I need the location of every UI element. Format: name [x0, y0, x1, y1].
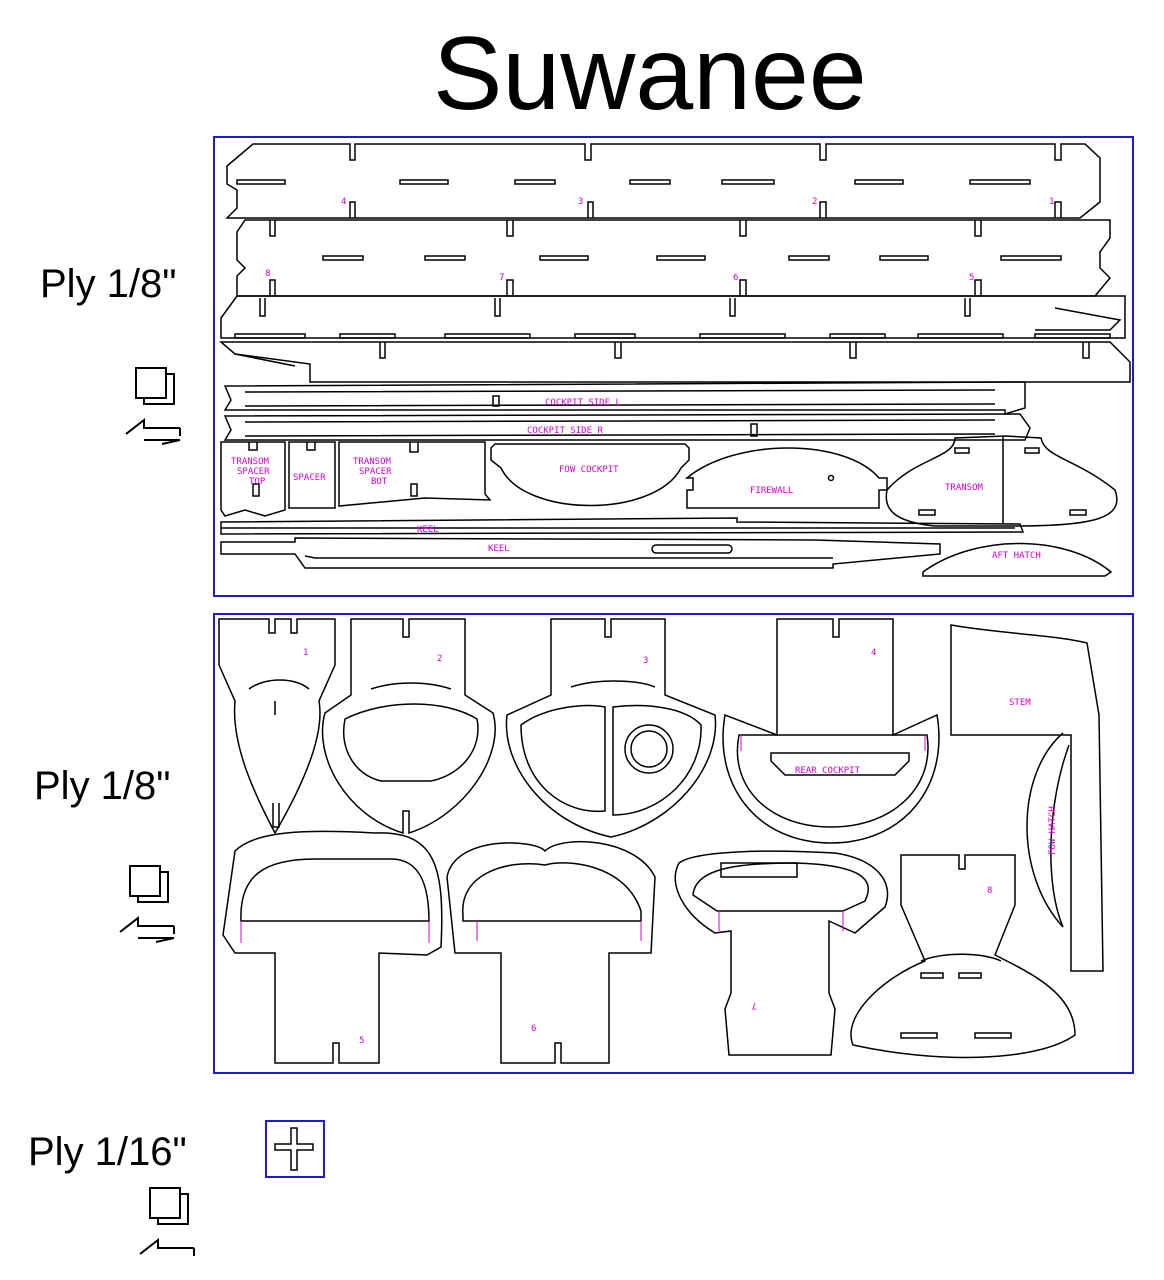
cut-sheet-1: 4 3 2 1 8 7 6 5 COCKPIT SIDE L COCKPIT S… [213, 136, 1134, 597]
part-label: 6 [531, 1024, 536, 1034]
part-label: 5 [359, 1036, 364, 1046]
part-label: 3 [578, 197, 583, 207]
part-label: 7 [499, 273, 504, 283]
sheet-3-material-label: Ply 1/16" [28, 1130, 187, 1174]
part-label: 4 [341, 197, 346, 207]
part-label: 8 [265, 269, 270, 279]
part-label: 4 [871, 648, 876, 658]
part-label: STEM [1009, 698, 1031, 708]
part-label: 5 [969, 273, 974, 283]
cut-sheet-2: 1 2 3 4 STEM REAR COCKPIT FOW HATCH 5 6 … [213, 613, 1134, 1074]
part-label: KEEL [417, 525, 439, 535]
cut-sheet-3 [265, 1120, 325, 1178]
layers-flip-icon [119, 865, 175, 943]
part-label: 1 [1049, 197, 1054, 207]
part-label: SPACER [293, 473, 326, 483]
part-label: TRANSOM [353, 457, 392, 467]
part-label: COCKPIT SIDE R [527, 426, 603, 436]
part-label: KEEL [488, 544, 510, 554]
part-label: 1 [303, 648, 308, 658]
part-label: 7 [752, 1000, 757, 1010]
part-label: SPACER [237, 467, 270, 477]
part-label: FIREWALL [750, 486, 793, 496]
cut-sheet-2-drawing: 1 2 3 4 STEM REAR COCKPIT FOW HATCH 5 6 … [218, 618, 1104, 1064]
part-label: FOW COCKPIT [559, 465, 619, 475]
part-label: BOT [371, 477, 388, 487]
part-label: TRANSOM [231, 457, 270, 467]
part-label: 8 [987, 886, 992, 896]
part-label: COCKPIT SIDE L [545, 398, 621, 408]
part-label: SPACER [359, 467, 392, 477]
part-label: 6 [733, 273, 738, 283]
sheet-1-material-label: Ply 1/8" [40, 262, 177, 306]
part-label: FOW HATCH [1048, 806, 1058, 855]
part-label: 2 [437, 654, 442, 664]
part-label: TOP [249, 477, 266, 487]
part-label: 2 [812, 197, 817, 207]
sheet-2-material-label: Ply 1/8" [34, 764, 171, 808]
part-label: 3 [643, 656, 648, 666]
page-title: Suwanee [433, 16, 867, 132]
part-label: REAR COCKPIT [795, 766, 861, 776]
layers-flip-icon [125, 367, 181, 445]
cross-brace-part [274, 1127, 314, 1171]
part-label: TRANSOM [945, 483, 984, 493]
cut-sheet-1-drawing: 4 3 2 1 8 7 6 5 COCKPIT SIDE L COCKPIT S… [218, 143, 1131, 577]
part-label: AFT HATCH [992, 551, 1041, 561]
layers-flip-icon [139, 1187, 195, 1256]
